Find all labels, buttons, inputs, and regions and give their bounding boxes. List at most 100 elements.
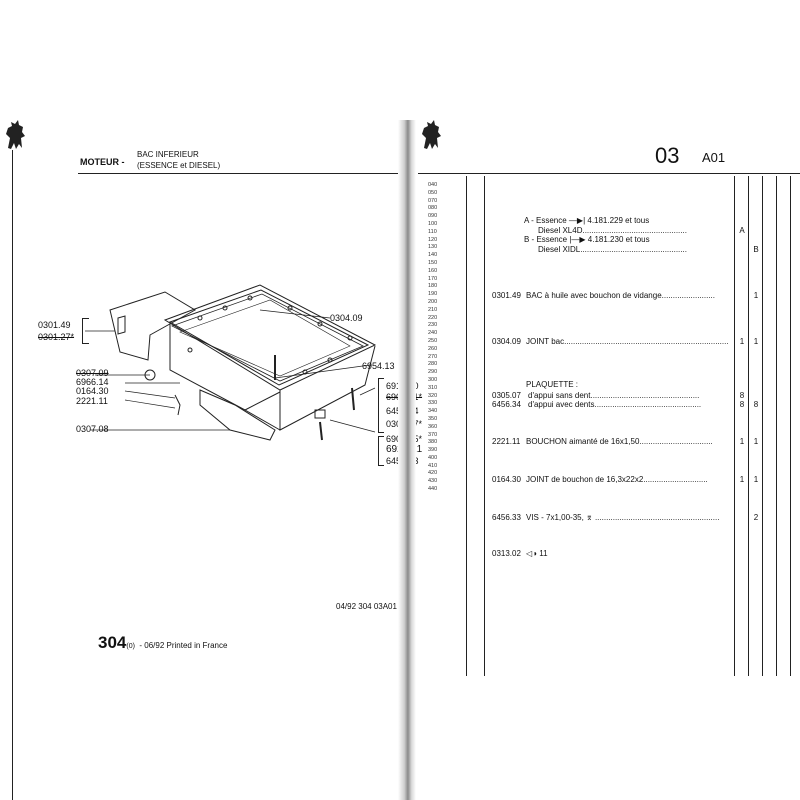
row-number: 390 <box>428 447 438 454</box>
callout-6954-13: 6954.13 <box>362 361 395 371</box>
row-number: 310 <box>428 384 438 391</box>
title-line2: (ESSENCE et DIESEL) <box>137 161 221 170</box>
row-number: 270 <box>428 353 438 360</box>
callout-6966-14: 6966.14 <box>76 377 109 387</box>
legend-a-line2: Diesel XL4D.............................… <box>538 226 687 235</box>
row-number: 050 <box>428 189 438 196</box>
callout-0301-49: 0301.49 <box>38 320 71 330</box>
row-number: 350 <box>428 415 438 422</box>
row-number: 250 <box>428 337 438 344</box>
row-number: 370 <box>428 431 438 438</box>
oil-pan-diagram <box>85 284 377 441</box>
row-number: 190 <box>428 291 438 298</box>
callout-0304-09: 0304.09 <box>330 313 363 323</box>
header-rule <box>78 173 400 174</box>
qty-b: 1 <box>753 337 759 346</box>
row-number: 130 <box>428 244 438 251</box>
callout-0307-08: 0307.08 <box>76 424 109 434</box>
part-ref: 0313.02 <box>492 549 521 558</box>
row-number: 330 <box>428 400 438 407</box>
left-margin-rule <box>12 150 13 800</box>
row-number: 400 <box>428 454 438 461</box>
qty-a: 1 <box>739 337 745 346</box>
section-label: MOTEUR - <box>80 157 125 167</box>
part-desc: BAC à huile avec bouchon de vidange.....… <box>526 291 715 300</box>
callout-2221-11: 2221.11 <box>76 396 108 406</box>
chapter-number: 03 <box>655 143 680 168</box>
row-number: 380 <box>428 439 438 446</box>
footer-model: 304 <box>98 633 127 652</box>
callout-bracket-right-upper <box>378 378 384 433</box>
row-number: 160 <box>428 267 438 274</box>
part-desc: JOINT de bouchon de 16,3x22x2...........… <box>526 475 708 484</box>
peugeot-lion-logo <box>6 120 25 149</box>
qty-a: 8 <box>739 391 745 400</box>
callout-0307-09: 0307.09 <box>76 368 109 378</box>
callout-bracket-right-lower <box>378 436 384 466</box>
row-number: 140 <box>428 252 438 259</box>
legend-a-col: A <box>739 226 745 235</box>
row-number: 180 <box>428 283 438 290</box>
qty-b: 1 <box>753 475 759 484</box>
qty-b: 1 <box>753 291 759 300</box>
legend-b-line2: Diesel XIDL.............................… <box>538 245 687 254</box>
row-number: 300 <box>428 376 438 383</box>
qty-b: 8 <box>753 400 759 409</box>
col-rule-6 <box>776 176 777 676</box>
col-rule-5 <box>762 176 763 676</box>
row-number: 040 <box>428 182 438 188</box>
legend-a-line1: A - Essence —▶| 4.181.229 et tous <box>524 216 650 225</box>
binding-gutter <box>398 120 416 800</box>
callout-0301-27: 0301.27* <box>38 332 75 342</box>
row-number: 320 <box>428 392 438 399</box>
footer-suffix: (0) <box>126 643 135 650</box>
row-number: 070 <box>428 197 438 204</box>
part-desc: BOUCHON aimanté de 16x1,50..............… <box>526 437 713 446</box>
right-header-rule <box>418 173 800 174</box>
col-rule-4 <box>748 176 749 676</box>
row-number: 210 <box>428 306 438 313</box>
row-number: 360 <box>428 423 438 430</box>
row-number: 200 <box>428 298 438 305</box>
part-ref: 6456.34 <box>492 400 521 409</box>
row-number: 090 <box>428 213 438 220</box>
row-number: 110 <box>428 228 437 235</box>
part-desc: d'appui sans dent.......................… <box>528 391 700 400</box>
row-number-list: 040 050 070 080 090 100 110 120 130 140 … <box>428 182 458 494</box>
part-ref: 0301.49 <box>492 291 521 300</box>
row-number: 150 <box>428 259 438 266</box>
row-number: 120 <box>428 236 438 243</box>
part-group-heading: PLAQUETTE : <box>526 380 579 389</box>
row-number: 230 <box>428 322 438 329</box>
callout-0164-30: 0164.30 <box>76 386 109 396</box>
row-number: 100 <box>428 220 438 227</box>
part-desc: JOINT bac...............................… <box>526 337 729 346</box>
qty-a: 1 <box>739 437 745 446</box>
qty-b: 2 <box>753 513 759 522</box>
ref-code: 04/92 304 03A01 <box>336 602 397 611</box>
qty-a: 1 <box>739 475 745 484</box>
row-number: 340 <box>428 408 438 415</box>
row-number: 290 <box>428 369 438 376</box>
row-number: 410 <box>428 462 438 469</box>
page-footer: 304(0) - 06/92 Printed in France <box>98 633 227 653</box>
legend-b-col: B <box>753 245 759 254</box>
col-rule-2 <box>484 176 485 676</box>
qty-b: 1 <box>753 437 759 446</box>
part-desc: VIS - 7x1,00-35, ⌆ .....................… <box>526 513 720 522</box>
title-line1: BAC INFERIEUR <box>137 150 199 159</box>
col-rule-3 <box>734 176 735 676</box>
part-desc: d'appui avec dents......................… <box>528 400 702 409</box>
row-number: 280 <box>428 361 438 368</box>
part-ref: 2221.11 <box>492 437 521 446</box>
footer-text: - 06/92 Printed in France <box>139 641 228 650</box>
row-number: 170 <box>428 275 438 282</box>
col-rule-7 <box>790 176 791 676</box>
legend-b-line1: B - Essence |—▶ 4.181.230 et tous <box>524 235 650 244</box>
row-number: 420 <box>428 470 438 477</box>
qty-a: 8 <box>739 400 745 409</box>
part-ref: 0305.07 <box>492 391 521 400</box>
col-rule-1 <box>466 176 467 676</box>
row-number: 260 <box>428 345 438 352</box>
part-ref: 0304.09 <box>492 337 521 346</box>
